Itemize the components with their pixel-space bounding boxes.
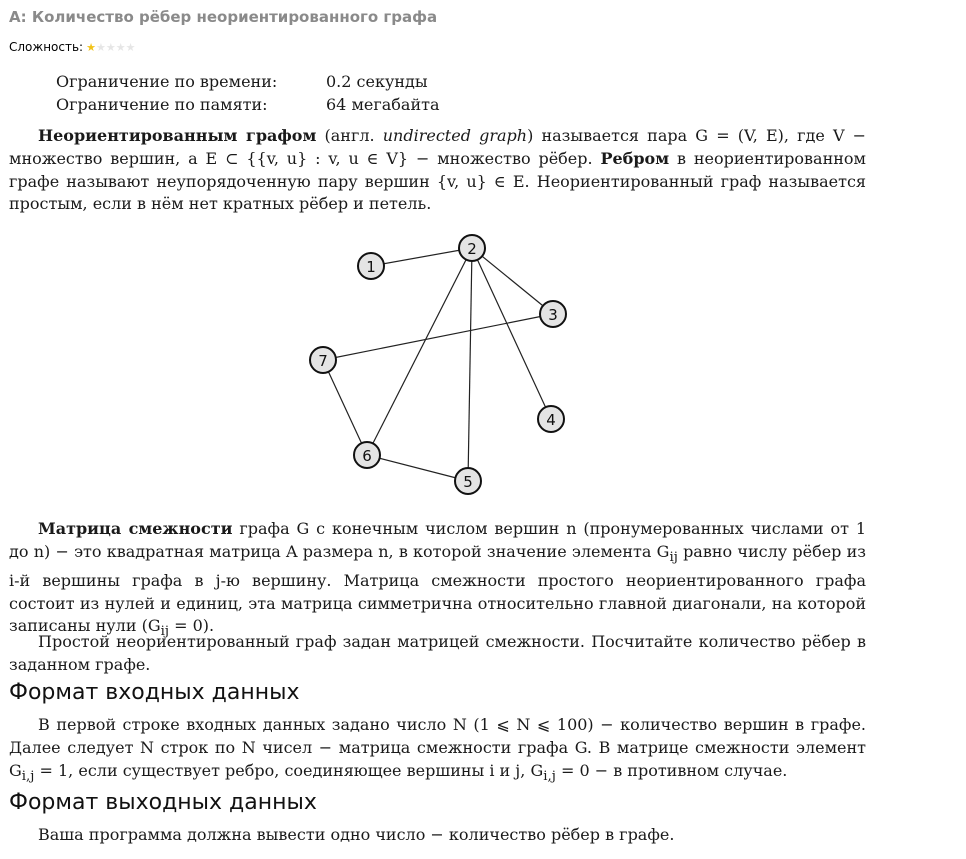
problem-title: А: Количество рёбер неориентированного г… (9, 8, 438, 26)
graph-node-4: 4 (537, 405, 565, 433)
output-format-text: Ваша программа должна вывести одно число… (9, 824, 866, 847)
difficulty-rating: Сложность: ★★★★★ (9, 40, 135, 54)
graph-node-circle (539, 300, 567, 328)
graph-edge-7-6 (322, 359, 368, 456)
star-empty-icon: ★ (125, 40, 136, 54)
graph-edge-7-3 (322, 313, 554, 361)
graph-edge-2-4 (471, 247, 552, 420)
graph-node-circle (309, 346, 337, 374)
output-text: Ваша программа должна вывести одно число… (38, 825, 675, 844)
graph-node-6: 6 (353, 441, 381, 469)
text-fragment: ) называется пара G = (V, E), где V − мн… (9, 126, 867, 168)
memory-limit-row: Ограничение по памяти: 64 мегабайта (56, 93, 440, 116)
graph-edge-1-2 (370, 247, 473, 267)
subscript: ij (160, 624, 169, 640)
text-fragment: = 0 − в противном случае. (555, 760, 788, 780)
star-empty-icon: ★ (105, 40, 116, 54)
star-empty-icon: ★ (115, 40, 126, 54)
graph-node-circle (353, 441, 381, 469)
limits-table: Ограничение по времени: 0.2 секунды Огра… (56, 70, 440, 116)
time-limit-row: Ограничение по времени: 0.2 секунды (56, 70, 440, 93)
graph-node-2: 2 (458, 234, 486, 262)
graph-node-label: 2 (467, 240, 477, 258)
graph-node-circle (458, 234, 486, 262)
text-fragment: (англ. (316, 126, 383, 145)
star-empty-icon: ★ (95, 40, 106, 54)
text-fragment: = 0). (169, 616, 215, 636)
graph-edge-2-5 (467, 247, 473, 482)
memory-limit-value: 64 мегабайта (326, 95, 440, 114)
example-graph-diagram: 1 2 3 4 5 6 7 (309, 234, 567, 495)
difficulty-label: Сложность: (9, 40, 84, 54)
term-adjacency-matrix: Матрица смежности (38, 519, 233, 538)
task-paragraph: Простой неориентированный граф задан мат… (9, 631, 866, 677)
output-format-heading: Формат выходных данных (9, 790, 317, 815)
term-undirected-graph: Неориентированным графом (38, 126, 317, 145)
text-fragment: графа G с конечным числом вершин n (прон… (9, 519, 867, 561)
subscript: i,j (543, 768, 556, 784)
english-term: undirected graph (382, 126, 528, 145)
time-limit-label: Ограничение по времени: (56, 72, 278, 91)
text-fragment: В первой строке входных данных задано чи… (9, 715, 866, 780)
subscript: ij (669, 549, 678, 565)
graph-edge-2-6 (366, 247, 473, 456)
graph-node-1: 1 (357, 252, 385, 280)
star-filled-icon: ★ (86, 40, 96, 54)
graph-node-circle (537, 405, 565, 433)
time-limit-value: 0.2 секунды (326, 72, 428, 91)
graph-node-label: 3 (548, 306, 558, 324)
graph-node-label: 4 (546, 411, 556, 429)
graph-node-label: 5 (463, 473, 473, 491)
text-fragment: = 1, если существует ребро, соединяющее … (34, 760, 544, 780)
definition-paragraph: Неориентированным графом (англ. undirect… (9, 125, 866, 216)
graph-edge-2-3 (471, 247, 554, 315)
text-fragment: в неориентированном графе называют неупо… (9, 148, 866, 214)
subscript: i,j (21, 768, 35, 784)
graph-node-label: 1 (366, 258, 376, 276)
graph-node-label: 7 (318, 352, 328, 370)
input-format-heading: Формат входных данных (9, 680, 300, 705)
graph-node-circle (454, 467, 482, 495)
graph-node-circle (357, 252, 385, 280)
adjacency-matrix-paragraph: Матрица смежности графа G с конечным чис… (9, 518, 866, 644)
graph-edge-6-5 (366, 454, 469, 482)
memory-limit-label: Ограничение по памяти: (56, 95, 268, 114)
task-text: Простой неориентированный граф задан мат… (9, 632, 866, 674)
text-fragment: равно числу рёбер из i-й вершины графа в… (9, 541, 867, 636)
graph-node-3: 3 (539, 300, 567, 328)
difficulty-stars: ★★★★★ (86, 42, 135, 53)
graph-node-label: 6 (362, 447, 372, 465)
graph-node-5: 5 (454, 467, 482, 495)
graph-node-7: 7 (309, 346, 337, 374)
term-edge: Ребром (600, 148, 670, 168)
input-format-text: В первой строке входных данных задано чи… (9, 714, 866, 789)
